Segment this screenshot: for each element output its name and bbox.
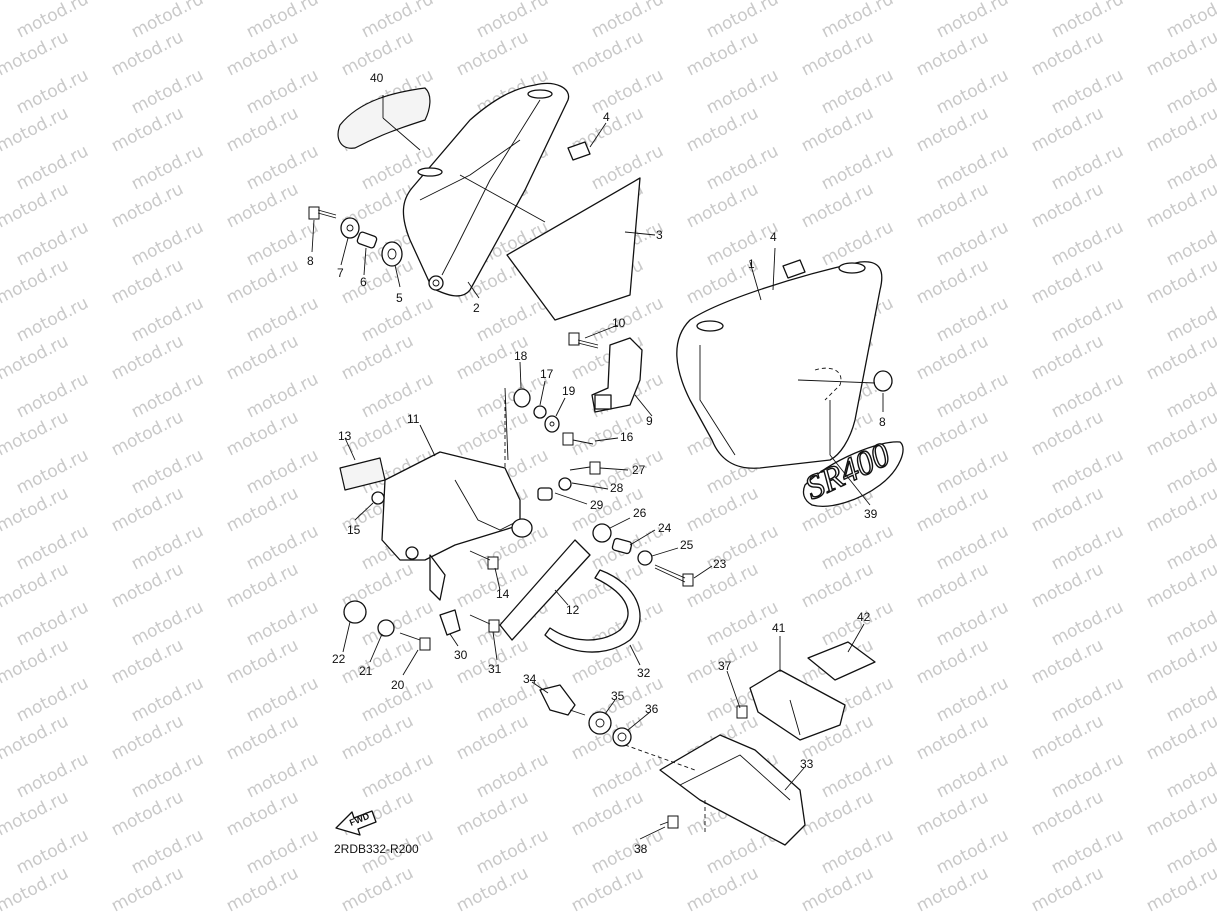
sheet-43 [807,641,876,681]
grommet-27 [592,523,612,543]
callout-34: 33 [800,757,814,771]
bolt-17 [562,432,594,446]
callout-20: 19 [562,384,576,398]
callout-42: 41 [772,621,786,635]
clip-4-right [782,259,806,279]
bolt-28 [569,461,601,475]
grommet-19 [513,388,531,408]
callout-43: 42 [857,610,871,624]
callout-35: 34 [523,672,537,686]
side-cover-right [676,261,883,469]
callout-5: 5 [396,291,403,305]
tool-tray-34 [659,734,806,846]
callout-22: 21 [359,664,373,678]
cushion-pad-41 [337,87,431,149]
grommet-36 [588,711,612,735]
bolt-39 [659,815,679,829]
collar-25 [611,537,633,555]
callout-41: 40 [370,71,384,85]
callout-9: 8 [879,415,886,429]
drawing-code: 2RDB332-R200 [334,842,419,856]
callout-32: 31 [488,662,502,676]
washer-29 [558,477,572,491]
bolt-8 [308,206,337,220]
callout-18: 17 [540,367,554,381]
washer-37 [612,727,632,747]
bolt-32 [469,614,500,633]
plate-31 [439,609,461,636]
washer-7 [340,217,360,239]
switch-35 [539,684,586,716]
washer-20 [544,415,560,433]
callout-16: 15 [347,523,361,537]
callout-8: 8 [307,254,314,268]
washer-26 [637,550,653,566]
bolt-15 [469,550,499,570]
grommet-23 [343,600,367,624]
callout-12: 11 [407,412,420,426]
callout-40: 39 [864,507,878,521]
callout-27: 26 [633,506,647,520]
washer-22 [377,619,395,637]
bolt-24 [654,564,694,587]
callout-7: 7 [337,266,344,280]
grommet-9 [873,370,893,392]
lock-bracket-10 [591,337,643,413]
callout-11: 10 [612,316,626,330]
callout-4-top: 4 [603,110,610,124]
callout-33: 32 [637,666,651,680]
callout-3: 3 [656,228,663,242]
callout-25: 24 [658,521,672,535]
collar-18 [533,405,547,419]
callout-19: 18 [514,349,528,363]
callout-14: 13 [338,429,352,443]
callout-numbers: 40 4 3 2 5 6 7 8 4 1 10 18 17 19 9 8 16 … [307,71,886,856]
callout-31: 30 [454,648,468,662]
callout-15: 14 [496,587,510,601]
callout-2: 2 [473,301,480,315]
clip-4-top [567,141,591,161]
callout-23: 22 [332,652,346,666]
callout-28: 27 [632,463,646,477]
bolt-38 [736,705,748,719]
callout-26: 25 [680,538,694,552]
bolt-21 [399,632,431,651]
callout-10: 9 [646,414,653,428]
band-33 [544,569,641,653]
callout-4-right: 4 [770,230,777,244]
pad-14 [339,457,386,491]
callout-37: 36 [645,702,659,716]
collar-30 [537,487,553,501]
callout-1: 1 [748,257,755,271]
bracket-12 [381,451,533,601]
bolt-11 [568,332,599,349]
grommet-5 [381,241,403,267]
callout-29: 28 [610,481,624,495]
side-panel-3 [506,177,641,321]
callout-6: 6 [360,275,367,289]
callout-30: 29 [590,498,604,512]
grommet-16 [371,491,385,505]
collar-6 [356,231,378,249]
strip-13 [499,539,591,641]
callout-36: 35 [611,689,625,703]
callout-13: 12 [566,603,580,617]
callout-24: 23 [713,557,727,571]
callout-38: 37 [718,659,732,673]
callout-21: 20 [391,678,405,692]
leader-lines [311,95,884,840]
callout-17: 16 [620,430,634,444]
callout-39: 38 [634,842,648,856]
